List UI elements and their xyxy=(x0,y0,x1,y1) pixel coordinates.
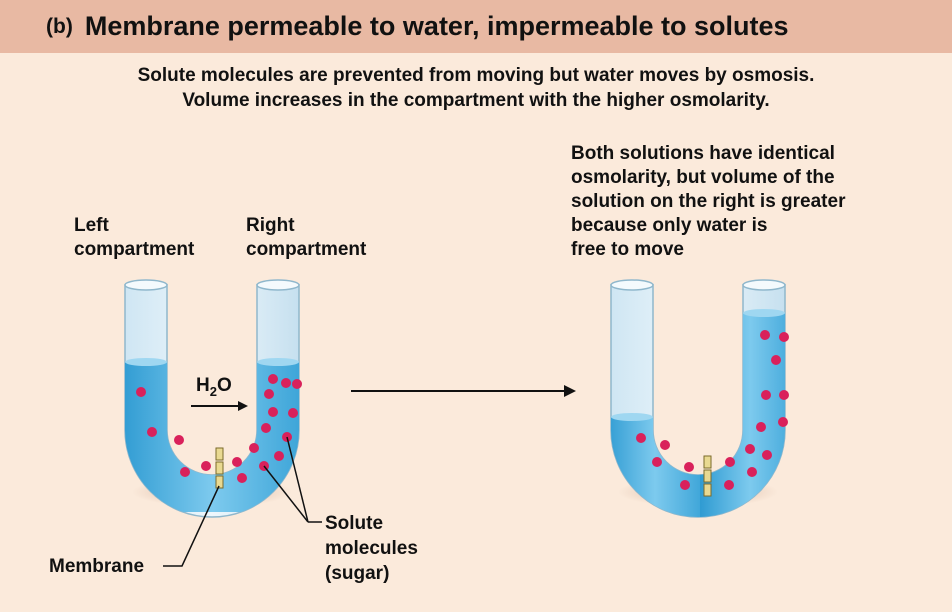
left-u-tube xyxy=(124,279,302,518)
panel-label: (b) xyxy=(46,14,73,38)
right-u-tube xyxy=(610,279,789,518)
left-compartment-label-line-2: compartment xyxy=(74,239,195,260)
right-compartment-label-line-2: compartment xyxy=(246,239,367,260)
right-tube-membrane xyxy=(703,455,712,497)
result-text-line-5: free to move xyxy=(571,239,684,260)
right-tube-water-right xyxy=(700,313,785,517)
subtitle-line-1: Solute molecules are prevented from movi… xyxy=(137,65,815,86)
h2o-label: H2O xyxy=(196,375,232,399)
title-bar: (b) Membrane permeable to water, imperme… xyxy=(0,0,952,53)
right-tube-left-rim xyxy=(610,279,654,291)
left-tube-right-rim xyxy=(256,279,300,291)
right-tube-solutes xyxy=(636,330,789,490)
right-tube-left-meniscus xyxy=(611,413,653,421)
right-compartment-label-line-1: Right xyxy=(246,215,295,236)
result-text-line-4: because only water is xyxy=(571,215,768,236)
h2o-arrowhead xyxy=(238,401,248,411)
solute-leader-line-1 xyxy=(263,465,309,523)
solute-label-line-2: molecules xyxy=(325,538,418,559)
panel-title: Membrane permeable to water, impermeable… xyxy=(84,11,789,41)
result-text-line-3: solution on the right is greater xyxy=(571,191,846,212)
left-tube-right-meniscus xyxy=(257,358,299,366)
result-text-line-2: osmolarity, but volume of the xyxy=(571,167,835,188)
subtitle-line-2: Volume increases in the compartment with… xyxy=(182,90,770,111)
membrane-label: Membrane xyxy=(49,556,145,577)
left-tube-left-rim xyxy=(124,279,168,291)
solute-leader-line-2 xyxy=(286,436,309,523)
left-tube-solutes xyxy=(136,374,302,483)
solute-label-line-3: (sugar) xyxy=(325,563,390,584)
result-text-line-1: Both solutions have identical xyxy=(571,143,835,164)
left-tube-left-meniscus xyxy=(125,358,167,366)
solute-label-line-1: Solute xyxy=(325,513,384,534)
left-tube-membrane xyxy=(215,447,224,489)
right-tube-right-rim xyxy=(742,279,786,291)
process-arrowhead xyxy=(564,385,576,397)
left-compartment-label-line-1: Left xyxy=(74,215,109,236)
right-tube-right-meniscus xyxy=(743,309,785,317)
membrane-leader-line xyxy=(163,485,220,567)
